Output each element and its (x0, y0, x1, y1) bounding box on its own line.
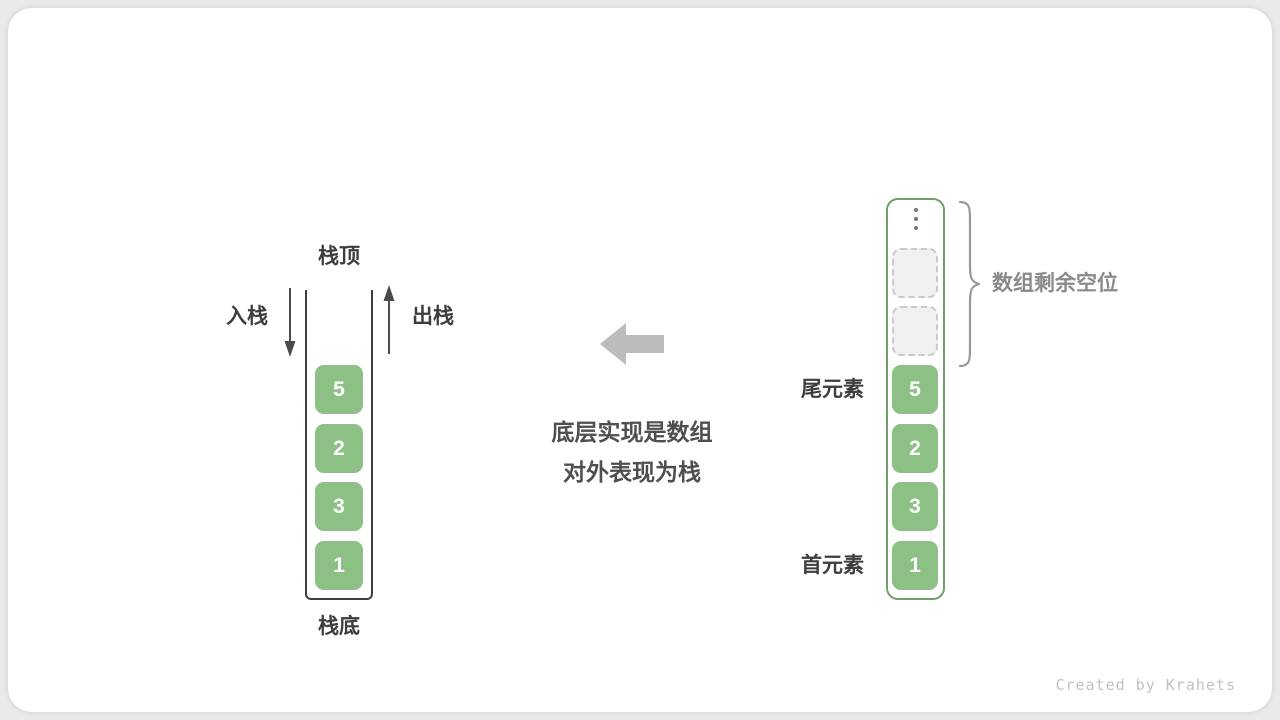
diagram-card: 栈顶 入栈 出栈 5 2 3 1 栈底 底层实现是数组 对外表现为栈 5 2 3… (8, 8, 1272, 712)
tail-element-label: 尾元素 (801, 378, 864, 401)
array-empty-slot (892, 306, 938, 356)
array-cell: 2 (892, 424, 938, 473)
array-cell: 3 (892, 482, 938, 531)
center-note-line1: 底层实现是数组 (551, 419, 713, 445)
stack-top-label: 栈顶 (318, 245, 360, 268)
remaining-slots-label: 数组剩余空位 (992, 272, 1118, 295)
head-element-label: 首元素 (801, 554, 864, 577)
push-label: 入栈 (226, 305, 268, 328)
center-note-line2: 对外表现为栈 (563, 459, 701, 485)
pop-label: 出栈 (412, 305, 454, 328)
stack-cell: 1 (315, 541, 363, 590)
array-cell: 5 (892, 365, 938, 414)
stack-cell: 3 (315, 482, 363, 531)
center-note: 底层实现是数组 对外表现为栈 (482, 412, 782, 492)
curly-brace-icon (958, 200, 980, 368)
stack-bottom-label: 栈底 (318, 615, 360, 638)
pop-up-arrow-icon (383, 285, 395, 354)
array-empty-slot (892, 248, 938, 298)
credit-text: Created by Krahets (1055, 676, 1236, 694)
array-cell: 1 (892, 541, 938, 590)
push-down-arrow-icon (284, 288, 296, 357)
stack-cell: 2 (315, 424, 363, 473)
left-block-arrow-icon (600, 323, 664, 365)
stack-cell: 5 (315, 365, 363, 414)
ellipsis-icon (912, 208, 920, 235)
